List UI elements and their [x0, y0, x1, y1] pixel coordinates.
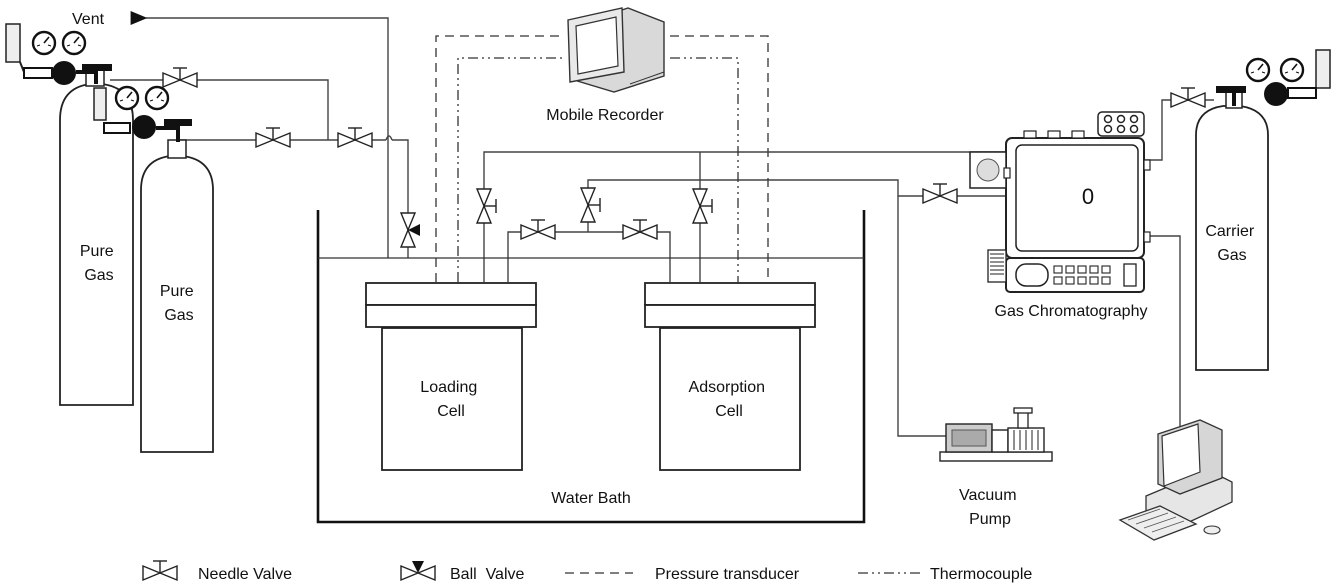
monitor-icon — [567, 7, 665, 93]
ball-valve-icon[interactable] — [400, 212, 421, 248]
gas-chromatograph-icon: 0 — [969, 111, 1151, 293]
pressure-transducer-lines — [435, 35, 769, 282]
ball-valve-icon — [400, 560, 436, 581]
needle-valve-icon — [142, 560, 178, 581]
pressure-gauge-icon — [114, 85, 140, 111]
pressure-gauge-icon — [1279, 57, 1305, 83]
mobile-recorder-label: Mobile Recorder — [546, 107, 664, 124]
pressure-gauge-icon — [1245, 57, 1271, 83]
needle-valve-icon[interactable] — [476, 188, 497, 224]
gas-cylinder-icon — [59, 69, 134, 406]
needle-valve-icon[interactable] — [922, 183, 958, 204]
regulator-3 — [1216, 49, 1331, 106]
needle-valve-icon[interactable] — [337, 127, 373, 148]
gas-line-2 — [180, 135, 409, 258]
gc-display: 0 — [1082, 184, 1094, 209]
regulator-2 — [93, 85, 192, 142]
pure-gas-1-label: Pure Gas — [80, 243, 118, 284]
legend-needle-valve: Needle Valve — [198, 566, 292, 583]
vent-line — [130, 11, 389, 258]
adsorption-cell-label: Adsorption Cell — [689, 379, 770, 420]
vacuum-pump-label: Vacuum Pump — [959, 487, 1021, 528]
adsorption-cell — [644, 282, 816, 471]
pressure-gauge-icon — [31, 30, 57, 56]
needle-valve-icon[interactable] — [255, 127, 291, 148]
pressure-gauge-icon — [144, 85, 170, 111]
gas-chromatography-label: Gas Chromatography — [995, 303, 1148, 320]
legend-pressure-transducer: Pressure transducer — [655, 566, 800, 583]
regulator-1 — [5, 23, 112, 85]
needle-valve-icon[interactable] — [162, 67, 198, 88]
loading-cell-label: Loading Cell — [420, 379, 481, 420]
carrier-gas-label: Carrier Gas — [1205, 223, 1258, 264]
legend-ball-valve: Ball Valve — [450, 566, 525, 583]
needle-valve-icon[interactable] — [622, 219, 658, 240]
vent-label: Vent — [72, 11, 105, 28]
needle-valve-icon[interactable] — [1170, 87, 1206, 108]
computer-icon — [1118, 419, 1233, 541]
pure-gas-2-label: Pure Gas — [160, 283, 198, 324]
legend: Needle Valve Ball Valve Pressure transdu… — [142, 560, 1032, 583]
legend-thermocouple: Thermocouple — [930, 566, 1032, 583]
gas-cylinder-icon — [1195, 91, 1269, 371]
gc-keypad — [1053, 265, 1111, 285]
needle-valve-icon[interactable] — [520, 219, 556, 240]
gas-cylinder-icon — [140, 139, 214, 453]
needle-valve-icon[interactable] — [692, 188, 713, 224]
water-bath-label: Water Bath — [551, 490, 630, 507]
thermocouple-lines — [457, 57, 739, 282]
vacuum-pump-icon — [939, 407, 1053, 462]
needle-valve-icon[interactable] — [580, 187, 601, 223]
water-bath — [316, 210, 866, 524]
pressure-gauge-icon — [61, 30, 87, 56]
loading-cell — [365, 282, 537, 471]
